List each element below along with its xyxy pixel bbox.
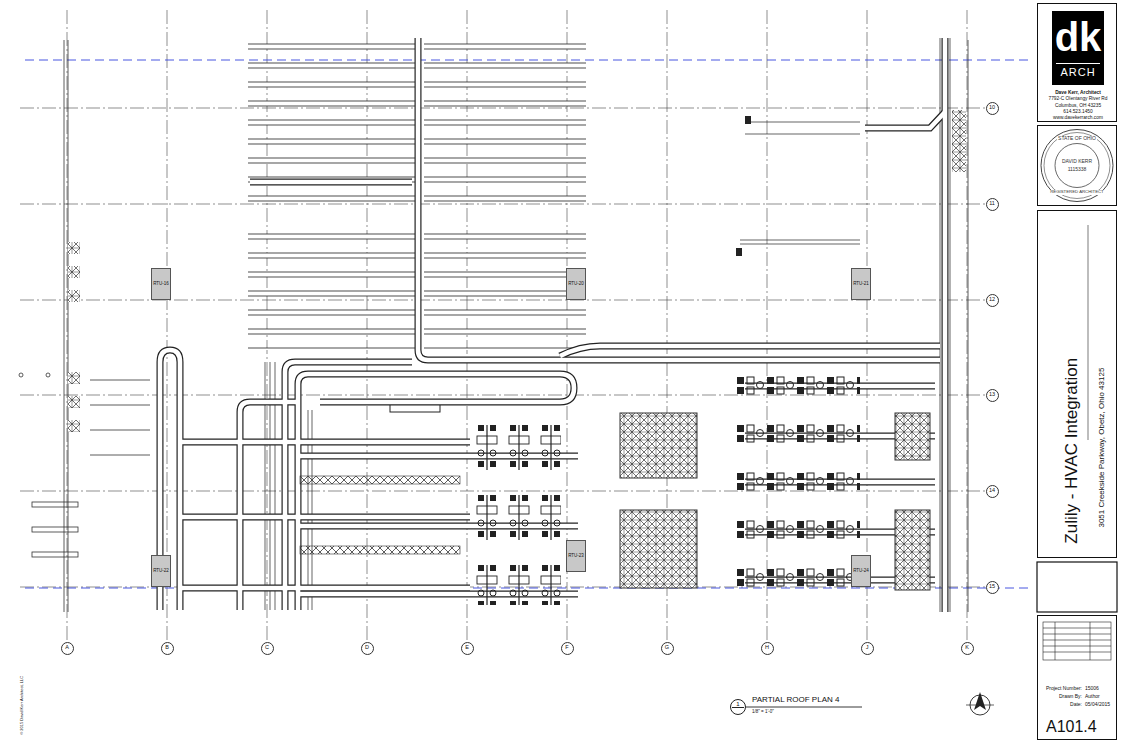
- address-line: www.davekerrarch.com: [1053, 115, 1103, 121]
- grid-bubble: H: [761, 642, 774, 655]
- grid-bubble: 14: [986, 485, 999, 498]
- logo-word: ARCH: [1060, 67, 1095, 78]
- rooftop-unit: RTU-16: [151, 268, 172, 300]
- unit-tag: RTU-24: [853, 568, 869, 573]
- address-line: 7792-C Olentangy River Rd: [1049, 96, 1108, 102]
- grid-label: 15: [989, 584, 995, 590]
- grid-label: D: [365, 645, 369, 651]
- rooftop-unit: RTU-20: [566, 268, 587, 300]
- view-number: 1: [736, 701, 739, 707]
- address-line: Columbus, OH 43235: [1055, 103, 1101, 109]
- logo-letters: dk: [1055, 17, 1102, 57]
- field-value: 15006: [1085, 686, 1099, 692]
- grid-bubble: A: [61, 642, 74, 655]
- seal-text: DAVID KERR: [1061, 159, 1093, 165]
- logo-mark: dkARCH: [1052, 11, 1105, 85]
- grid-label: C: [265, 645, 269, 651]
- logo-rule: [1056, 63, 1101, 64]
- grid-bubble: D: [361, 642, 374, 655]
- sheet-info-panel: Project Number:15006Drawn By:AuthorDate:…: [1037, 615, 1117, 740]
- grid-bubble: G: [661, 642, 674, 655]
- field-label: Project Number:: [1046, 686, 1082, 692]
- grid-label: G: [665, 645, 669, 651]
- grid-label: 11: [989, 201, 995, 207]
- view-title: PARTIAL ROOF PLAN 4: [752, 695, 839, 704]
- grid-label: K: [965, 645, 969, 651]
- rooftop-unit: RTU-24: [851, 555, 872, 587]
- grid-bubble: 10: [986, 102, 999, 115]
- unit-tag: RTU-21: [853, 281, 869, 286]
- grid-label: F: [565, 645, 568, 651]
- grid-label: B: [165, 645, 169, 651]
- unit-tag: RTU-22: [153, 568, 169, 573]
- unit-tag: RTU-23: [568, 553, 584, 558]
- grid-bubble: 11: [986, 198, 999, 211]
- grid-bubble: K: [961, 642, 974, 655]
- view-scale: 1/8" = 1'-0": [752, 709, 774, 714]
- field-label: Drawn By:: [1059, 694, 1082, 700]
- grid-bubble: F: [561, 642, 574, 655]
- rooftop-unit: RTU-21: [851, 268, 872, 300]
- field-value: Author: [1085, 694, 1100, 700]
- unit-tag: RTU-16: [153, 281, 169, 286]
- grid-label: E: [465, 645, 469, 651]
- grid-bubble: C: [261, 642, 274, 655]
- grid-bubble: 13: [986, 389, 999, 402]
- grid-bubble: 12: [986, 294, 999, 307]
- grid-label: A: [65, 645, 69, 651]
- project-address: 3051 Creekside Parkway, Obetz, Ohio 4312…: [1097, 367, 1106, 527]
- grid-label: J: [866, 645, 869, 651]
- grid-label: 13: [989, 392, 995, 398]
- grid-bubble: B: [161, 642, 174, 655]
- architect-seal: STATE OF OHIO DAVID KERR 1115338REGISTERED…: [1037, 125, 1117, 206]
- callout-divider: [732, 707, 744, 708]
- seal-text: 1115338: [1067, 167, 1088, 173]
- seal-text: REGISTERED ARCHITECT: [1049, 190, 1104, 195]
- rooftop-unit: RTU-22: [151, 555, 172, 587]
- project-title: Zulily - HVAC Integration: [1062, 358, 1082, 544]
- project-title-panel: Zulily - HVAC Integration 3051 Creekside …: [1037, 210, 1117, 558]
- address-line: Dave Kerr, Architect: [1055, 90, 1101, 96]
- rooftop-unit: RTU-23: [566, 540, 587, 572]
- grid-bubble: 15: [986, 581, 999, 594]
- view-callout: 1: [730, 699, 746, 715]
- sheet-number: A101.4: [1046, 718, 1097, 736]
- grid-bubble: E: [461, 642, 474, 655]
- address-line: 614.523.1450: [1063, 109, 1092, 115]
- grid-label: 14: [989, 488, 995, 494]
- unit-tag: RTU-20: [568, 281, 584, 286]
- field-label: Date:: [1070, 702, 1082, 708]
- grid-label: H: [765, 645, 769, 651]
- grid-label: 10: [989, 105, 995, 111]
- grid-bubble: J: [861, 642, 874, 655]
- architect-logo-panel: Dave Kerr, Architect7792-C Olentangy Riv…: [1037, 3, 1117, 122]
- copyright-note: © 2015 David Kerr Architect, LLC: [20, 675, 25, 734]
- field-value: 05/04/2015: [1085, 702, 1110, 708]
- seal-text: STATE OF OHIO: [1057, 136, 1097, 142]
- grid-label: 12: [989, 297, 995, 303]
